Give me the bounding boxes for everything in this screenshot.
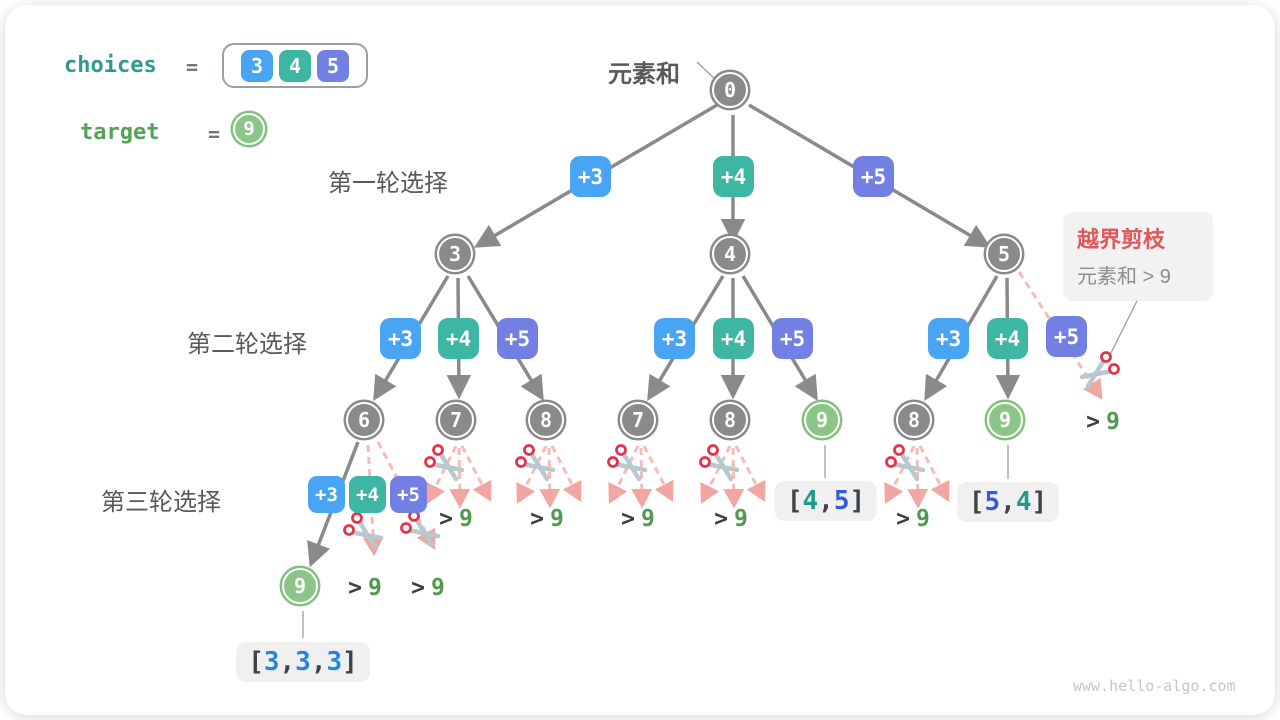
tree-node: 4 xyxy=(712,236,748,272)
element-sum-label: 元素和 xyxy=(608,61,680,88)
edge-plus5: +5 xyxy=(853,156,894,197)
scissors-icon xyxy=(609,446,646,480)
equals-sign: = xyxy=(186,55,199,79)
choice-chip-3: 3 xyxy=(241,49,273,82)
tree-node: 8 xyxy=(712,402,748,438)
prune-callout-desc: 元素和 > 9 xyxy=(1077,266,1171,288)
scissors-icon xyxy=(345,514,382,548)
edge-plus4: +4 xyxy=(438,318,479,359)
tree-node: 6 xyxy=(346,402,382,438)
tree-node-solution: 9 xyxy=(987,402,1023,438)
scissors-icon xyxy=(701,446,738,480)
tree-node: 5 xyxy=(986,236,1022,272)
overflow-label: >9 xyxy=(1086,409,1120,435)
result-combination-5-4: [5,4] xyxy=(956,482,1060,522)
overflow-label: >9 xyxy=(411,575,445,601)
tree-node-solution: 9 xyxy=(282,568,318,604)
prune-callout: 越界剪枝 元素和 > 9 xyxy=(1063,212,1213,301)
tree-node-root: 0 xyxy=(712,72,748,108)
round1-label: 第一轮选择 xyxy=(328,170,448,197)
choices-array: 3 4 5 xyxy=(222,43,368,88)
result-combination-4-5: [4,5] xyxy=(774,481,878,521)
overflow-label: >9 xyxy=(714,506,748,532)
scissors-icon xyxy=(1082,353,1119,387)
overflow-label: >9 xyxy=(896,506,930,532)
tree-node: 3 xyxy=(437,236,473,272)
edge-plus3: +3 xyxy=(928,318,969,359)
watermark: www.hello-algo.com xyxy=(1073,677,1236,695)
tree-node-solution: 9 xyxy=(804,402,840,438)
tree-node: 7 xyxy=(438,402,474,438)
edge-plus3: +3 xyxy=(380,318,421,359)
edge-plus3: +3 xyxy=(654,318,695,359)
tree-node: 8 xyxy=(896,402,932,438)
round3-label: 第三轮选择 xyxy=(101,489,221,516)
overflow-label: >9 xyxy=(348,575,382,601)
overflow-label: >9 xyxy=(621,506,655,532)
edge-plus4: +4 xyxy=(987,318,1028,359)
target-value-node: 9 xyxy=(233,113,265,145)
edge-plus5: +5 xyxy=(390,476,427,513)
edge-plus4: +4 xyxy=(713,318,754,359)
overflow-label: >9 xyxy=(439,506,473,532)
diagram-card xyxy=(5,5,1275,715)
edge-plus3: +3 xyxy=(570,156,611,197)
scissors-icon xyxy=(426,446,463,480)
edge-plus3: +3 xyxy=(308,476,345,513)
scissors-icon xyxy=(402,512,439,546)
edge-plus5: +5 xyxy=(1046,316,1087,357)
choice-chip-4: 4 xyxy=(279,49,311,82)
edge-plus5: +5 xyxy=(497,318,538,359)
target-label: target xyxy=(80,120,160,145)
overflow-label: >9 xyxy=(530,506,564,532)
choices-label: choices xyxy=(64,53,157,78)
tree-node: 8 xyxy=(528,402,564,438)
result-combination-3-3-3: [3,3,3] xyxy=(236,642,370,682)
edge-plus5: +5 xyxy=(772,318,813,359)
connector-lines xyxy=(302,61,1140,638)
edge-plus4: +4 xyxy=(349,476,386,513)
round2-label: 第二轮选择 xyxy=(187,331,307,358)
equals-sign: = xyxy=(208,122,221,146)
choice-chip-5: 5 xyxy=(317,49,349,82)
scissors-icon xyxy=(517,446,554,480)
tree-node: 7 xyxy=(620,402,656,438)
edge-plus4: +4 xyxy=(713,156,754,197)
prune-callout-title: 越界剪枝 xyxy=(1077,227,1166,252)
